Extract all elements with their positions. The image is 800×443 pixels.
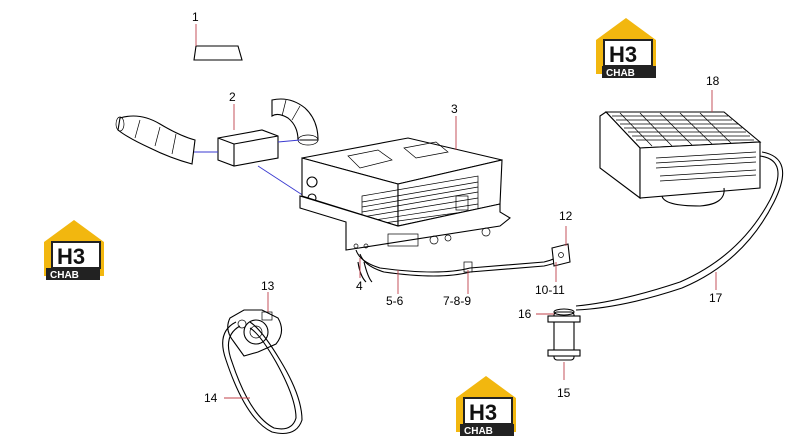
callout-10-11: 10-11 <box>535 283 565 297</box>
logo-left: H3 CHAB <box>44 220 104 281</box>
callout-18: 18 <box>706 74 720 88</box>
part-14-belt: 14 <box>204 321 303 435</box>
svg-text:CHAB: CHAB <box>606 68 635 79</box>
part-17-hose: 17 <box>575 151 784 311</box>
part-hose-assembly: 12 4 5-6 7-8-9 10-11 <box>355 209 573 308</box>
callout-4: 4 <box>356 279 363 293</box>
callout-12: 12 <box>559 209 573 223</box>
callout-5-6: 5-6 <box>386 294 404 308</box>
svg-text:CHAB: CHAB <box>50 270 79 281</box>
logo-top-right: H3 CHAB <box>596 18 656 79</box>
svg-text:H3: H3 <box>469 400 497 425</box>
callout-2: 2 <box>229 90 236 104</box>
svg-text:H3: H3 <box>57 244 85 269</box>
grid-pattern <box>612 112 754 147</box>
callout-15: 15 <box>557 386 571 400</box>
callout-3: 3 <box>451 102 458 116</box>
svg-text:H3: H3 <box>609 42 637 67</box>
svg-text:CHAB: CHAB <box>464 426 493 437</box>
part-18-condenser: 18 <box>599 74 762 207</box>
callout-16: 16 <box>518 307 532 321</box>
callout-1: 1 <box>192 10 199 24</box>
part-3-heater-unit: 3 <box>299 102 511 251</box>
callout-17: 17 <box>709 291 723 305</box>
part-13-compressor: 13 <box>227 279 283 357</box>
logo-bottom: H3 CHAB <box>456 376 516 437</box>
part-2-duct-box: 2 <box>115 90 319 197</box>
callout-7-8-9: 7-8-9 <box>443 294 471 308</box>
part-1-filter: 1 <box>192 10 243 61</box>
callout-14: 14 <box>204 391 218 405</box>
part-15-receiver-drier: 15 16 <box>518 307 581 400</box>
callout-13: 13 <box>261 279 275 293</box>
